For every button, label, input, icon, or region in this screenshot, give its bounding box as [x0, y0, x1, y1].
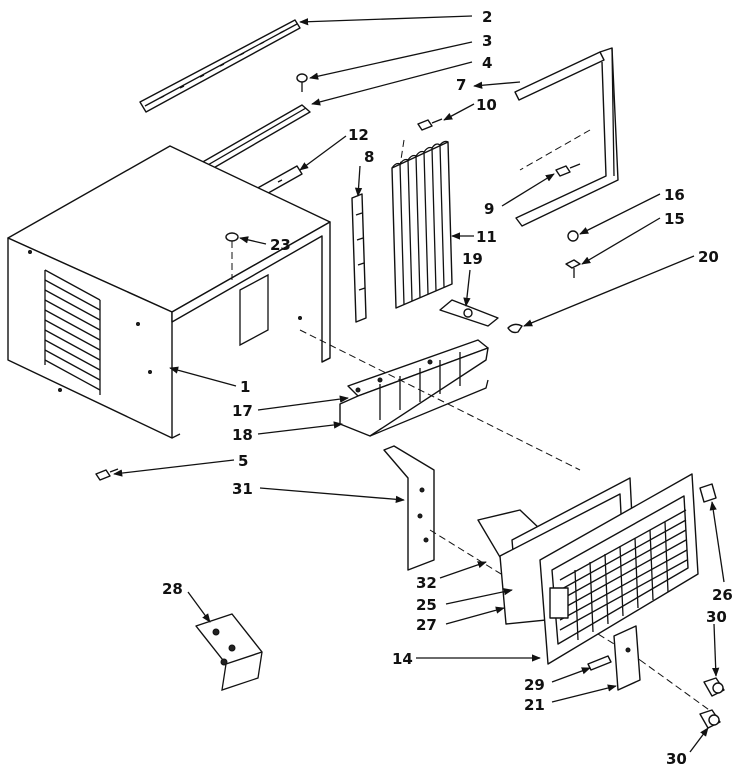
- label-21: 21: [524, 696, 545, 714]
- part-labels: 2 3 4 7 10 12 8 9 16 15 11 23 19 20 1 17…: [162, 8, 733, 768]
- label-32: 32: [416, 574, 437, 592]
- part-11-accordion-curtain: [391, 140, 453, 309]
- part-29-pin: [587, 655, 612, 671]
- label-9: 9: [484, 200, 494, 218]
- part-31-bracket: [383, 445, 435, 571]
- label-30-lower: 30: [666, 750, 687, 768]
- label-26: 26: [712, 586, 733, 604]
- part-10-screw: [417, 118, 443, 131]
- part-14-front-grille: [539, 473, 717, 665]
- label-18: 18: [232, 426, 253, 444]
- part-7-9-side-frame: [514, 47, 619, 227]
- label-12: 12: [348, 126, 369, 144]
- label-17: 17: [232, 402, 253, 420]
- label-27: 27: [416, 616, 437, 634]
- label-30-upper: 30: [706, 608, 727, 626]
- part-15-clip: [565, 259, 581, 278]
- label-16: 16: [664, 186, 685, 204]
- part-28-mounting-bracket: [195, 613, 263, 691]
- part-19-bracket: [439, 299, 499, 327]
- label-2: 2: [482, 8, 492, 26]
- label-15: 15: [664, 210, 685, 228]
- label-25: 25: [416, 596, 437, 614]
- label-23: 23: [270, 236, 291, 254]
- part-17-18-rail-assembly: [339, 339, 489, 437]
- label-20: 20: [698, 248, 719, 266]
- part-30-knob-upper: [703, 677, 725, 697]
- part-16-knob: [567, 230, 579, 242]
- leader-lines: [113, 15, 725, 753]
- label-14: 14: [392, 650, 413, 668]
- label-29: 29: [524, 676, 545, 694]
- label-8: 8: [364, 148, 374, 166]
- label-3: 3: [482, 32, 492, 50]
- part-3-screw: [296, 73, 308, 92]
- part-9-screw: [555, 163, 581, 177]
- label-19: 19: [462, 250, 483, 268]
- part-20-clip: [507, 323, 523, 334]
- part-21-plate: [613, 625, 641, 691]
- label-10: 10: [476, 96, 497, 114]
- part-2-top-rail: [139, 19, 301, 113]
- cabinet-louvers: [44, 269, 101, 395]
- part-8-vertical-strip: [351, 193, 367, 323]
- part-23-plug: [225, 232, 239, 280]
- part-30-knob-lower: [699, 709, 721, 729]
- label-5: 5: [238, 452, 248, 470]
- label-7: 7: [456, 76, 466, 94]
- label-4: 4: [482, 54, 492, 72]
- label-31: 31: [232, 480, 253, 498]
- label-28: 28: [162, 580, 183, 598]
- part-1-cabinet: [7, 145, 331, 439]
- label-1: 1: [240, 378, 250, 396]
- label-11: 11: [476, 228, 497, 246]
